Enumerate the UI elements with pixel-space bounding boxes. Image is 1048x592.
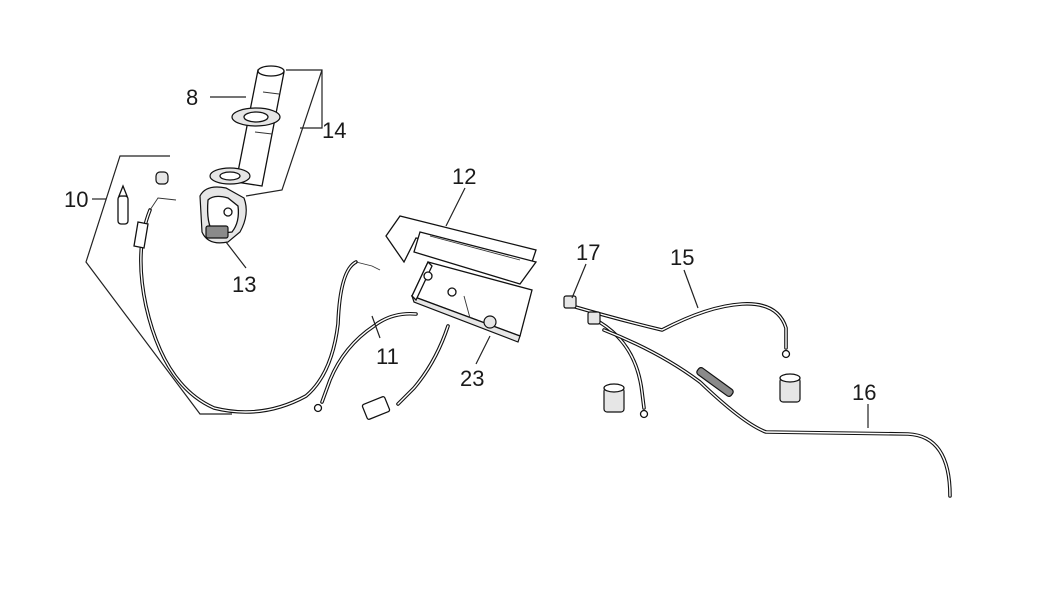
callout-14: 14 xyxy=(322,118,346,143)
part-throttle-grip xyxy=(209,65,285,187)
part-cable-10 xyxy=(117,171,381,414)
callout-10: 10 xyxy=(64,187,88,212)
part-cable-15 xyxy=(563,295,791,419)
callout-16: 16 xyxy=(852,380,876,405)
bracket-10 xyxy=(85,155,232,415)
leader-14 xyxy=(245,69,323,197)
bracket-14 xyxy=(286,69,323,129)
leader-17 xyxy=(571,263,587,299)
part-throttle-housing xyxy=(199,186,247,244)
leader-11 xyxy=(371,315,381,339)
part-bracket-12 xyxy=(385,215,538,285)
callout-15: 15 xyxy=(670,245,694,270)
part-cable-11 xyxy=(313,311,450,420)
part-rubber-boot-left xyxy=(603,383,625,413)
callout-23: 23 xyxy=(460,366,484,391)
part-junction-box-23 xyxy=(411,260,533,343)
part-rubber-boot-right xyxy=(779,373,801,403)
callout-17: 17 xyxy=(576,240,600,265)
leader-23 xyxy=(475,335,491,365)
leader-15 xyxy=(683,269,699,309)
callout-8: 8 xyxy=(186,85,198,110)
part-cable-16 xyxy=(602,328,952,498)
leader-13 xyxy=(225,241,247,269)
callout-11: 11 xyxy=(376,344,399,369)
callout-13: 13 xyxy=(232,272,256,297)
callout-12: 12 xyxy=(452,164,476,189)
leader-12 xyxy=(445,187,466,227)
